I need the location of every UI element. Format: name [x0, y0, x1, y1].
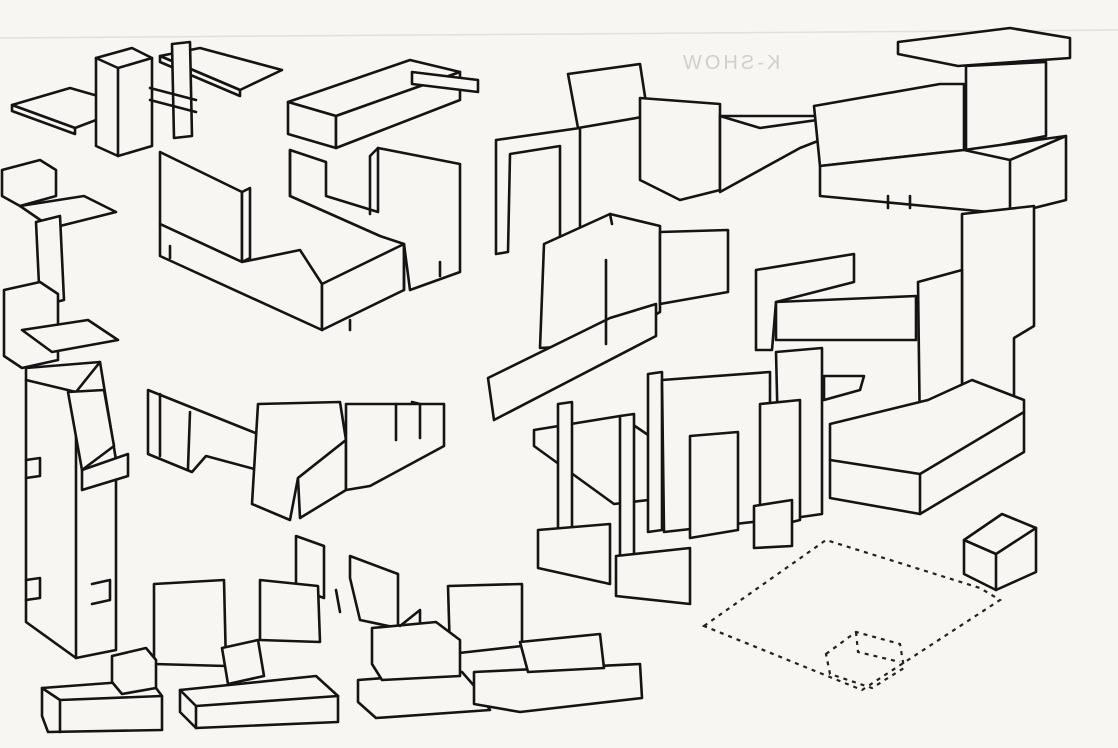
upper-left-cluster	[10, 40, 284, 158]
right-upper-stack	[812, 26, 1072, 216]
u-wall-top	[158, 146, 462, 332]
lower-blocks	[40, 534, 644, 734]
upper-beam	[286, 58, 480, 150]
paper-crease	[0, 29, 1118, 39]
center-walls	[486, 212, 730, 422]
right-center-block	[754, 204, 1036, 516]
dashed-footprint	[701, 512, 1038, 692]
upper-center-walls	[494, 62, 848, 256]
center-lower-frame	[532, 346, 824, 606]
left-tower	[0, 158, 130, 660]
lower-left-wall	[146, 388, 446, 522]
